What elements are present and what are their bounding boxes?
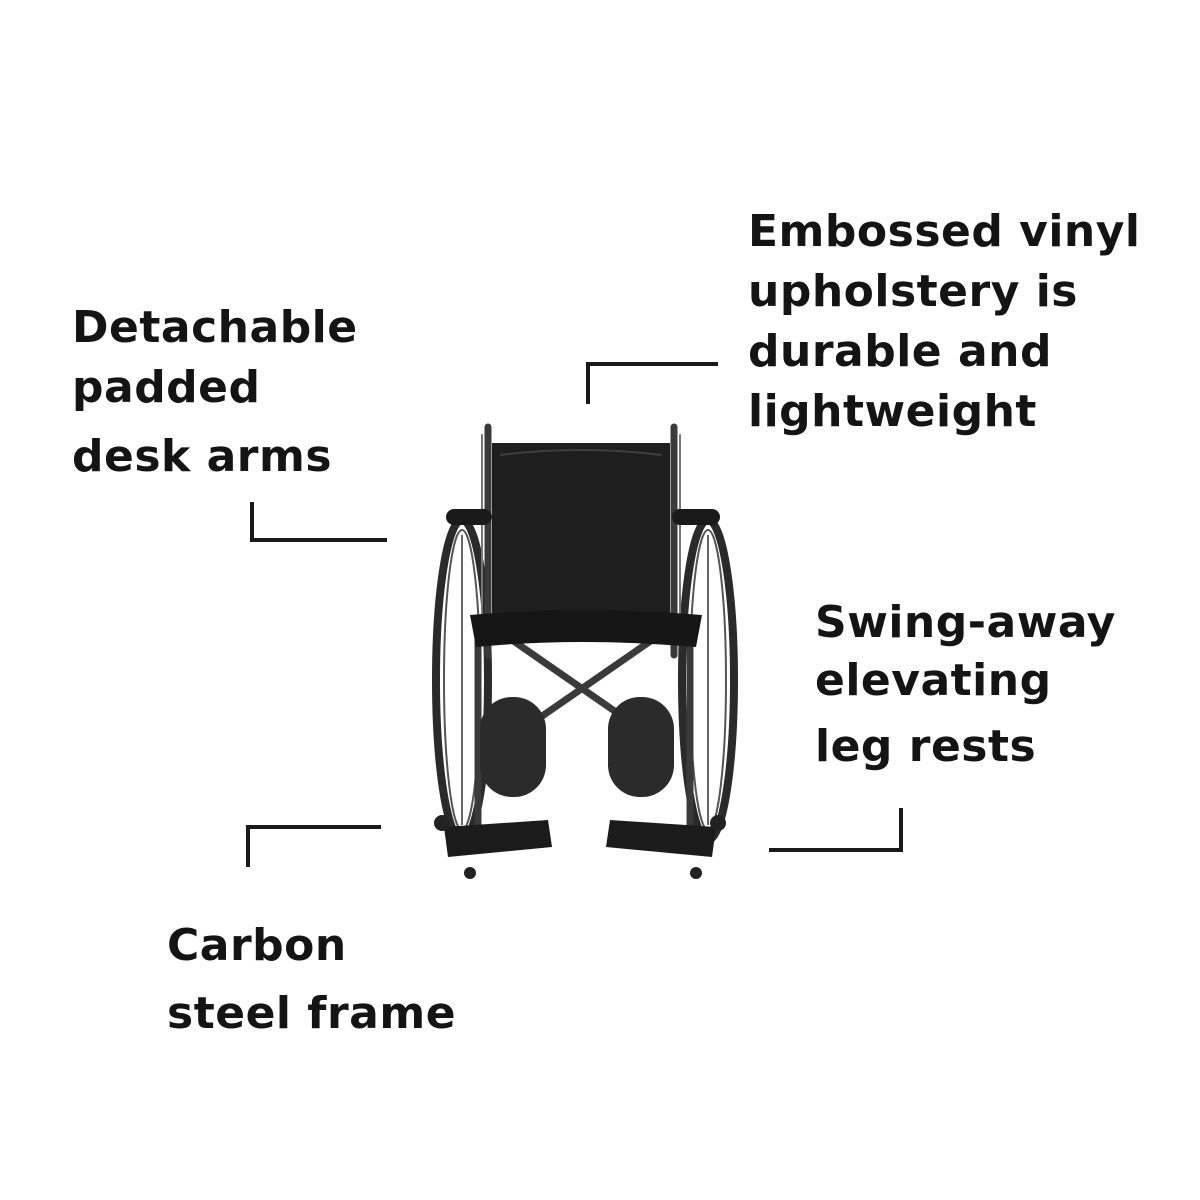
leg-pad-right [608,697,674,797]
seat [470,610,702,647]
feature-line: Embossed vinyl [748,206,1141,257]
leg-pad-left [480,697,546,797]
feature-label-legrests: Swing-away elevating leg rests [815,594,1116,784]
backrest [492,443,670,625]
footplate-left [444,820,552,857]
feature-line: Carbon [167,920,347,971]
feature-line: durable and [748,326,1052,377]
callout-line-upholstery [586,362,718,404]
feature-label-frame: Carbon steel frame [167,912,456,1048]
wheelchair-image [432,423,738,879]
feature-line: steel frame [167,988,457,1039]
feature-line: desk arms [72,431,333,482]
feature-line: elevating [815,655,1052,706]
callout-line-legrests [769,808,903,852]
footplate-right [606,820,716,857]
feature-line: Swing-away [815,597,1116,648]
callout-line-frame [246,825,381,867]
feature-label-arms: Detachable padded desk arms [72,298,358,496]
feature-line: Detachable [72,302,358,353]
armrest-left [446,509,492,525]
callout-line-arms [250,502,387,542]
feature-label-upholstery: Embossed vinyl upholstery is durable and… [748,202,1141,442]
caster-right [710,815,726,831]
feature-line: lightweight [748,386,1037,437]
armrest-right [672,509,720,525]
frame [474,423,694,829]
feature-line: upholstery is [748,266,1078,317]
caster-left [434,815,450,831]
feature-line: leg rests [815,721,1037,772]
feature-line: padded [72,362,261,413]
